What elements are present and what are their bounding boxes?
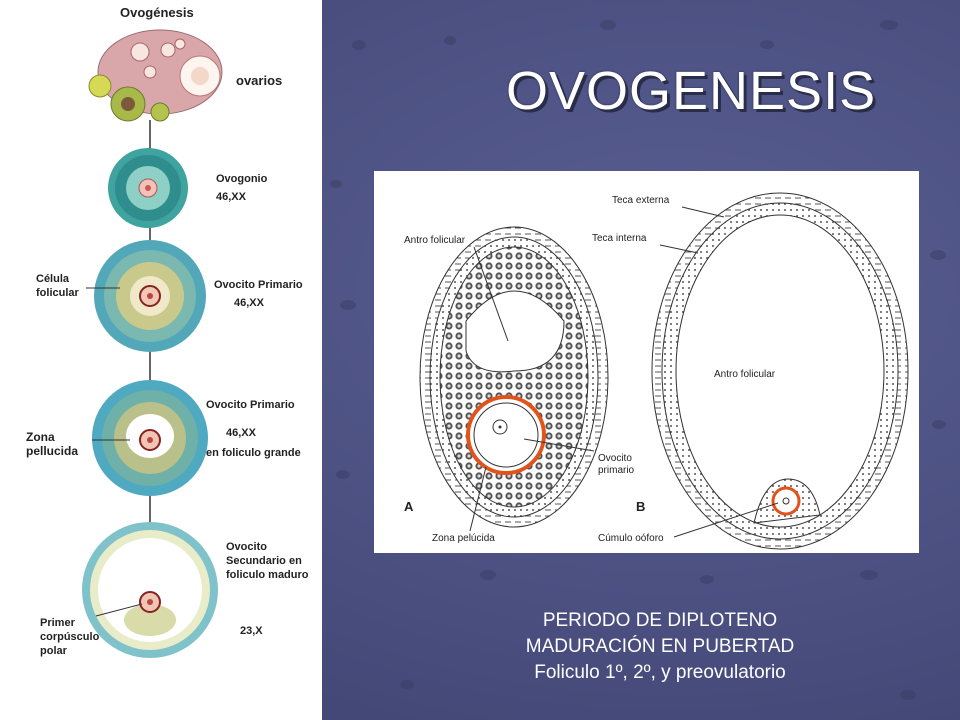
label-antro-folicular-b: Antro folicular bbox=[714, 369, 776, 380]
follicle-figure: Antro folicular Teca externa Teca intern… bbox=[374, 171, 919, 553]
stage3-name: Ovocito Primario bbox=[206, 399, 295, 411]
panel-a-label: A bbox=[404, 499, 414, 514]
stage4-side-label: Primer corpúsculo polar bbox=[40, 617, 100, 657]
slide-title: OVOGENESIS bbox=[506, 61, 877, 121]
panel-b-label: B bbox=[636, 499, 646, 514]
stage2-name: Ovocito Primario bbox=[214, 279, 303, 291]
stage1-karyotype: 46,XX bbox=[216, 191, 246, 203]
stage2-side-label: Célula folicular bbox=[36, 273, 79, 299]
label-ovocito-primario: Ovocito primario bbox=[598, 453, 635, 476]
label-teca-externa: Teca externa bbox=[612, 195, 670, 206]
follicle-illustration bbox=[419, 192, 909, 550]
stage3-karyotype: 46,XX bbox=[226, 427, 256, 439]
label-teca-interna: Teca interna bbox=[592, 233, 647, 244]
ovogenesis-diagram: Ovogénesis ovarios Ovogonio 46,XX Célula… bbox=[0, 0, 322, 720]
label-antro-folicular-a: Antro folicular bbox=[404, 235, 466, 246]
stage4-name: Ovocito Secundario en foliculo maduro bbox=[226, 541, 309, 581]
stage3-extra: en foliculo grande bbox=[206, 447, 301, 459]
caption-line-1: PERIODO DE DIPLOTENO bbox=[542, 610, 778, 631]
caption-line-3: Foliculo 1º, 2º, y preovulatorio bbox=[534, 662, 786, 683]
stage3-side-label: Zona pellucida bbox=[26, 430, 79, 458]
slide-caption: PERIODO DE DIPLOTENO MADURACIÓN EN PUBER… bbox=[470, 608, 850, 686]
stage1-name: Ovogonio bbox=[216, 173, 268, 185]
label-zona-pelucida: Zona pelúcida bbox=[432, 533, 495, 544]
ovary-label: ovarios bbox=[236, 73, 283, 88]
label-cumulo-ooforo: Cúmulo oóforo bbox=[598, 533, 664, 544]
ovogenesis-illustration bbox=[82, 29, 223, 658]
caption-line-2: MADURACIÓN EN PUBERTAD bbox=[525, 636, 795, 657]
stage2-karyotype: 46,XX bbox=[234, 297, 264, 309]
diagram-heading: Ovogénesis bbox=[120, 5, 194, 20]
stage4-karyotype: 23,X bbox=[240, 625, 263, 637]
